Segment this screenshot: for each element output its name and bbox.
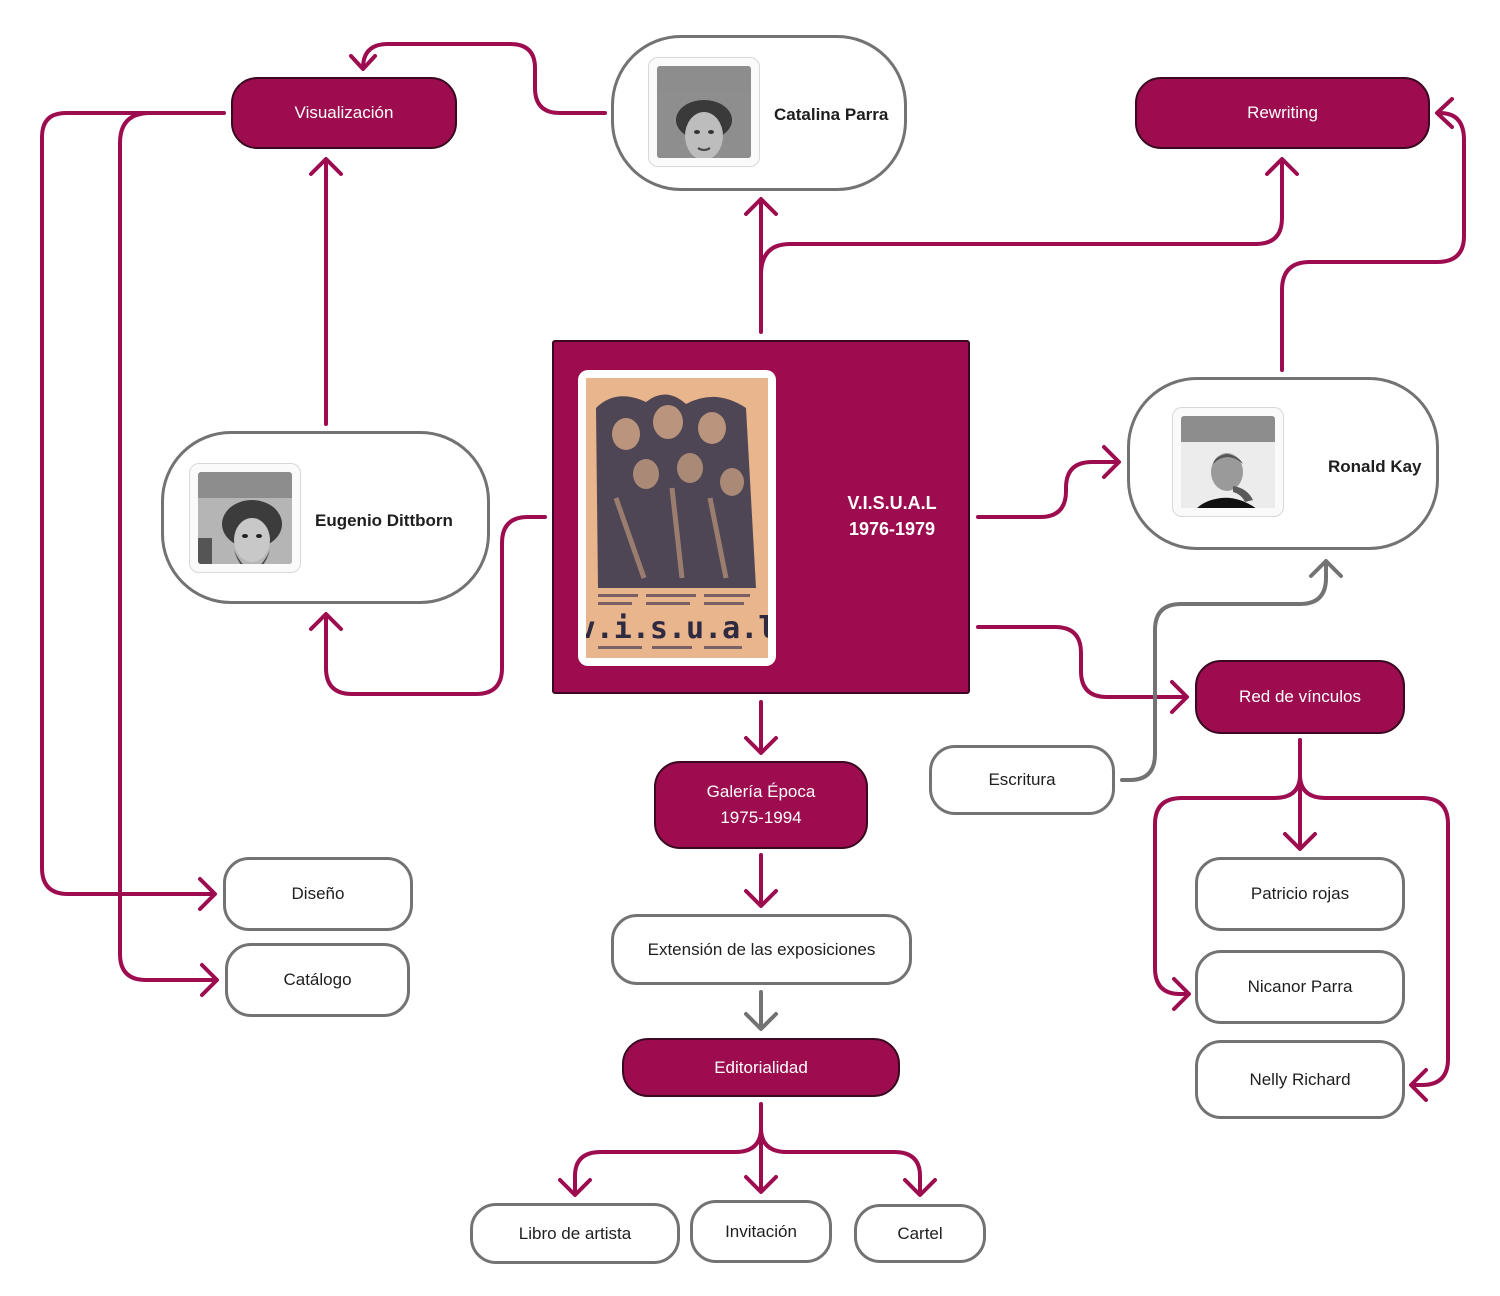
connector-visualizacion-diseno: [40, 111, 226, 896]
arrowhead: [1102, 445, 1121, 479]
eugenio-photo-frame: [189, 463, 301, 573]
svg-text:v.i.s.u.a.l: v.i.s.u.a.l: [586, 611, 768, 646]
node-red-de-vinculos[interactable]: Red de vínculos: [1195, 660, 1405, 734]
connector-red-nelly: [1298, 773, 1450, 1087]
node-escritura[interactable]: Escritura: [929, 745, 1115, 815]
connector-editorialidad-cartel: [759, 1126, 922, 1196]
node-patricio-rojas[interactable]: Patricio rojas: [1195, 857, 1405, 931]
node-visual-central[interactable]: v.i.s.u.a.l V.I.S.U.A.L 1976-1979: [552, 340, 970, 694]
node-catalogo[interactable]: Catálogo: [225, 943, 410, 1017]
arrowhead: [744, 1012, 778, 1031]
catalina-parra-name: Catalina Parra: [774, 105, 889, 124]
eugenio-dittborn-name: Eugenio Dittborn: [315, 511, 453, 530]
ronald-kay-name: Ronald Kay: [1328, 457, 1422, 476]
node-visualizacion[interactable]: Visualización: [231, 77, 457, 149]
connector-ronald-rewriting: [1280, 111, 1466, 372]
node-editorialidad[interactable]: Editorialidad: [622, 1038, 900, 1097]
arrowhead: [1435, 97, 1454, 129]
connector-red-nicanor: [1153, 773, 1302, 996]
node-galeria-epoca[interactable]: Galería Época 1975-1994: [654, 761, 868, 849]
arrowhead: [1309, 559, 1343, 578]
arrowhead: [309, 157, 343, 176]
connector-escritura-ronald: [1120, 560, 1328, 782]
arrowhead: [1172, 977, 1191, 1011]
ronald-kay-portrait: [1181, 416, 1275, 508]
node-rewriting[interactable]: Rewriting: [1135, 77, 1430, 149]
arrowhead: [309, 612, 343, 631]
arrowhead: [1283, 832, 1317, 851]
arrowhead: [558, 1178, 592, 1197]
arrowhead: [200, 963, 219, 997]
arrowhead: [744, 736, 778, 755]
node-nicanor-parra[interactable]: Nicanor Parra: [1195, 950, 1405, 1024]
node-diseno[interactable]: Diseño: [223, 857, 413, 931]
visual-magazine-cover: v.i.s.u.a.l: [586, 378, 768, 658]
visual-title: V.I.S.U.A.L 1976-1979: [847, 493, 937, 539]
arrowhead: [903, 1178, 937, 1197]
catalina-parra-portrait: [657, 66, 751, 158]
arrowhead: [1409, 1068, 1428, 1102]
node-catalina-parra[interactable]: Catalina Parra: [611, 35, 907, 191]
arrowhead: [349, 54, 377, 71]
node-extension-exposiciones[interactable]: Extensión de las exposiciones: [611, 914, 912, 985]
arrowhead: [198, 877, 217, 911]
arrowhead: [1170, 680, 1189, 714]
arrowhead: [744, 197, 778, 216]
connector-visualizacion-catalogo: [118, 111, 218, 982]
arrowhead: [1265, 157, 1299, 176]
node-eugenio-dittborn[interactable]: Eugenio Dittborn: [161, 431, 490, 604]
connector-visual-ronald: [976, 460, 1120, 519]
connector-catalina-visualizacion: [361, 42, 607, 115]
connector-editorialidad-libro: [573, 1126, 763, 1196]
node-invitacion[interactable]: Invitación: [690, 1200, 832, 1263]
arrowhead: [744, 1175, 778, 1194]
catalina-photo-frame: [648, 57, 760, 167]
ronald-photo-frame: [1172, 407, 1284, 517]
visual-poster-frame: v.i.s.u.a.l: [578, 370, 776, 666]
connector-visual-eugenio: [324, 515, 547, 696]
node-ronald-kay[interactable]: Ronald Kay: [1127, 377, 1439, 550]
connector-visual-rewriting: [759, 158, 1284, 277]
arrowhead: [744, 889, 778, 908]
node-libro-de-artista[interactable]: Libro de artista: [470, 1203, 680, 1264]
node-cartel[interactable]: Cartel: [854, 1204, 986, 1263]
eugenio-dittborn-portrait: [198, 472, 292, 564]
connector-visual-red: [976, 625, 1188, 699]
node-nelly-richard[interactable]: Nelly Richard: [1195, 1040, 1405, 1119]
